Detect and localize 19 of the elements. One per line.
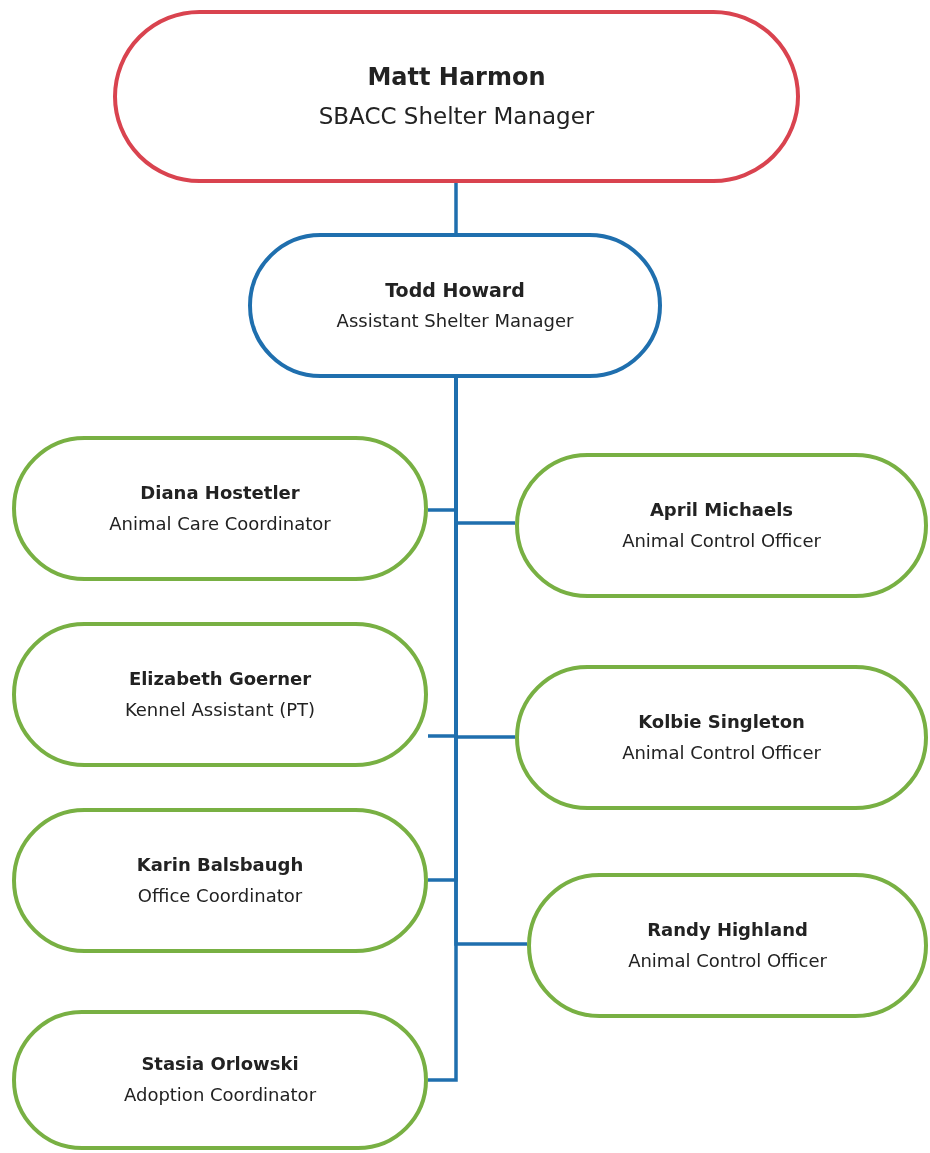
person-name: Matt Harmon xyxy=(367,61,546,93)
person-name: Karin Balsbaugh xyxy=(136,852,304,877)
person-name: Diana Hostetler xyxy=(140,480,300,505)
job-title: Kennel Assistant (PT) xyxy=(124,697,316,722)
person-name: Todd Howard xyxy=(385,278,525,304)
job-title: Animal Care Coordinator xyxy=(109,511,331,536)
person-name: Kolbie Singleton xyxy=(638,709,805,734)
person-name: Elizabeth Goerner xyxy=(128,666,312,691)
job-title: Animal Control Officer xyxy=(622,528,821,553)
job-title: Assistant Shelter Manager xyxy=(336,309,574,334)
job-title: Animal Control Officer xyxy=(628,948,827,973)
person-name: April Michaels xyxy=(649,497,794,522)
person-name: Stasia Orlowski xyxy=(141,1052,299,1077)
job-title: SBACC Shelter Manager xyxy=(318,102,595,132)
job-title: Adoption Coordinator xyxy=(123,1083,317,1107)
person-name: Randy Highland xyxy=(647,917,808,942)
connector-line xyxy=(454,183,458,233)
job-title: Office Coordinator xyxy=(137,883,303,908)
job-title: Animal Control Officer xyxy=(622,740,821,765)
